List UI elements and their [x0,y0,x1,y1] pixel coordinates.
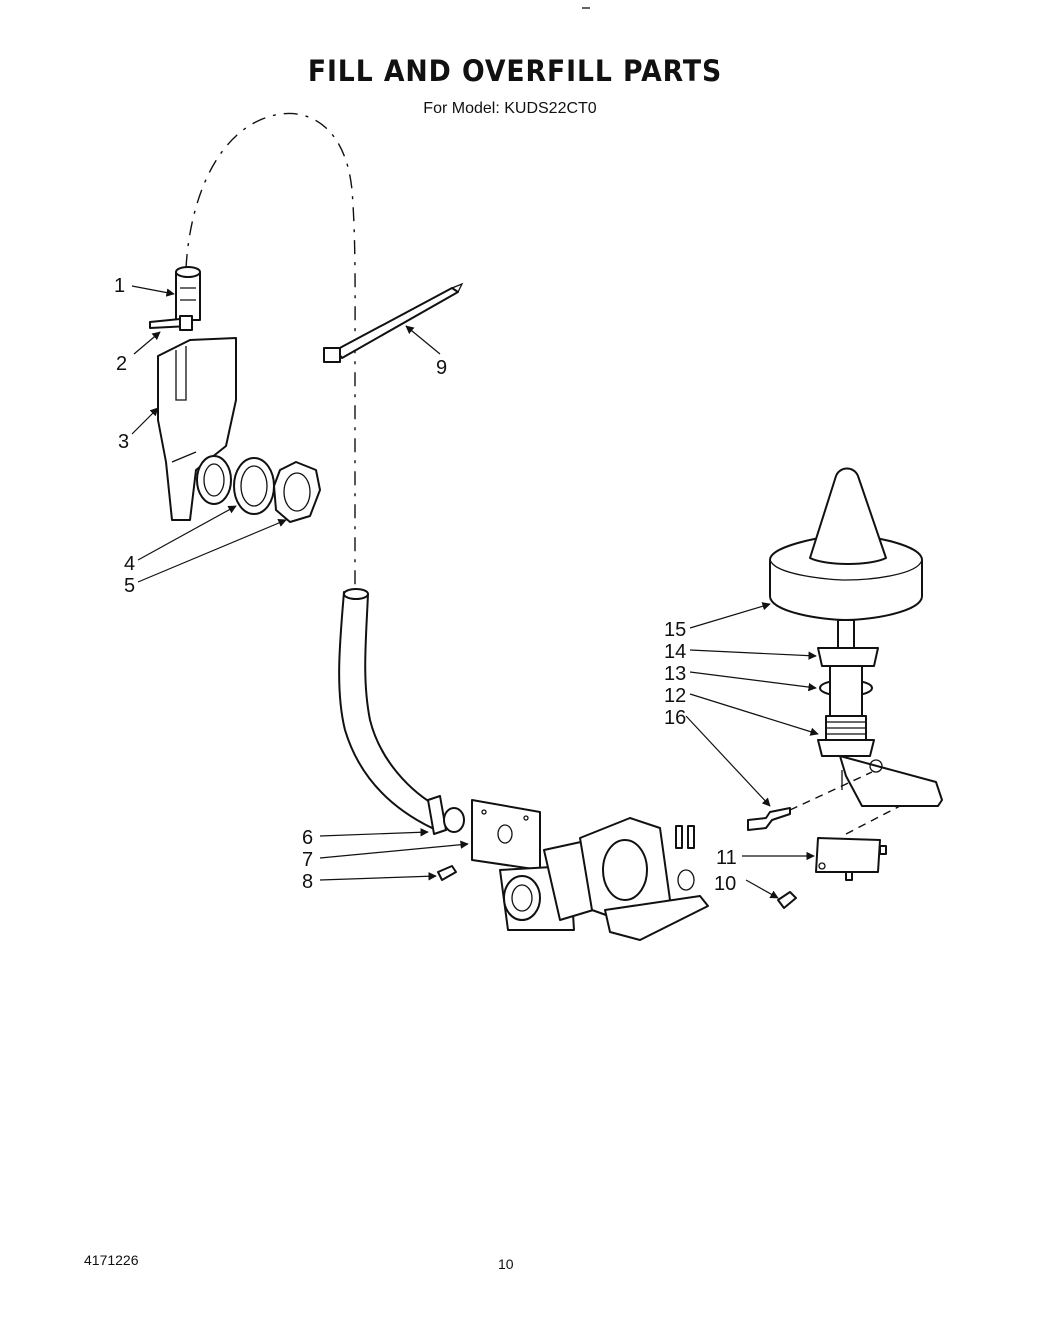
callout-13: 13 [664,663,686,685]
page-number: 10 [498,1256,514,1272]
page-title: FILL AND OVERFILL PARTS [307,54,723,88]
callout-7: 7 [302,849,313,871]
part-14-nut [817,647,879,667]
part-4-gasket [196,455,275,515]
hose-routing-line [185,112,356,590]
part-8-screw [437,865,457,881]
part-3-fill-inlet [157,337,237,521]
callout-11: 11 [716,847,737,869]
part-9-cable-tie [323,282,464,363]
callout-9: 9 [436,357,447,379]
callout-1: 1 [114,275,125,297]
callout-16: 16 [664,707,686,729]
part-1-hose-end [175,266,201,321]
callout-6: 6 [302,827,313,849]
part-12-threaded-stem [817,665,875,757]
callout-14: 14 [664,641,686,663]
callout-2: 2 [116,353,127,375]
callout-8: 8 [302,871,313,893]
part-16-switch-bracket [747,755,943,835]
part-10-screw [777,891,797,909]
part-15-float [769,467,923,649]
callout-leaders [131,285,819,899]
part-11-micro-switch [815,837,887,881]
part-2-clamp [149,315,193,331]
callout-15: 15 [664,619,686,641]
callout-5: 5 [124,575,135,597]
part-5-hex-nut [273,461,321,523]
callout-12: 12 [664,685,686,707]
part-6-fill-hose [338,588,465,835]
callout-4: 4 [124,553,135,575]
callout-3: 3 [118,431,129,453]
document-number: 4171226 [84,1252,139,1268]
model-subtitle: For Model: KUDS22CT0 [423,100,597,117]
part-7-bracket-plate [471,799,541,871]
water-valve-assembly [499,817,709,941]
callout-10: 10 [714,873,736,895]
